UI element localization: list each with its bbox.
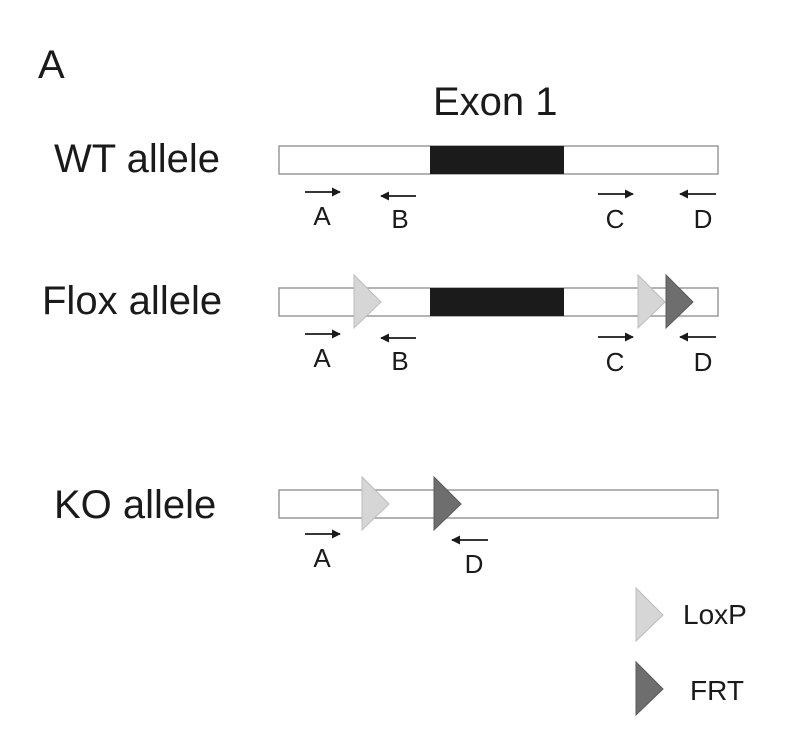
legend: LoxP FRT [635, 586, 747, 717]
flox-primer-c-label: C [606, 347, 625, 377]
flox-allele-label: Flox allele [42, 279, 222, 323]
wt-exon-box [430, 146, 564, 174]
ko-allele-label: KO allele [54, 483, 216, 527]
legend-loxp-icon [635, 586, 664, 643]
wt-primer-a-label: A [313, 201, 331, 231]
wt-primer-c-label: C [606, 204, 625, 234]
wt-allele-row: WT allele A B C D [54, 137, 719, 234]
legend-frt-label: FRT [690, 675, 744, 706]
ko-frt [433, 475, 462, 532]
flox-primer-b-label: B [391, 346, 408, 376]
wt-primer-b-label: B [391, 204, 408, 234]
flox-allele-row: Flox allele A B C D [42, 273, 719, 377]
flox-primer-d-label: D [694, 347, 713, 377]
flox-loxp-right [637, 273, 666, 330]
legend-frt-icon [635, 660, 664, 717]
ko-primer-a-label: A [313, 543, 331, 573]
wt-primer-d-label: D [694, 204, 713, 234]
panel-label: A [38, 43, 65, 87]
flox-exon-box [430, 288, 564, 316]
ko-allele-bar [278, 489, 719, 519]
flox-frt [665, 273, 694, 330]
flox-primer-a-label: A [313, 343, 331, 373]
legend-loxp-label: LoxP [683, 599, 747, 630]
wt-allele-label: WT allele [54, 137, 220, 181]
ko-loxp [361, 475, 390, 532]
flox-loxp-left [353, 273, 382, 330]
exon-title: Exon 1 [433, 80, 558, 124]
ko-primer-d-label: D [465, 549, 484, 579]
ko-allele-row: KO allele A D [54, 475, 719, 579]
